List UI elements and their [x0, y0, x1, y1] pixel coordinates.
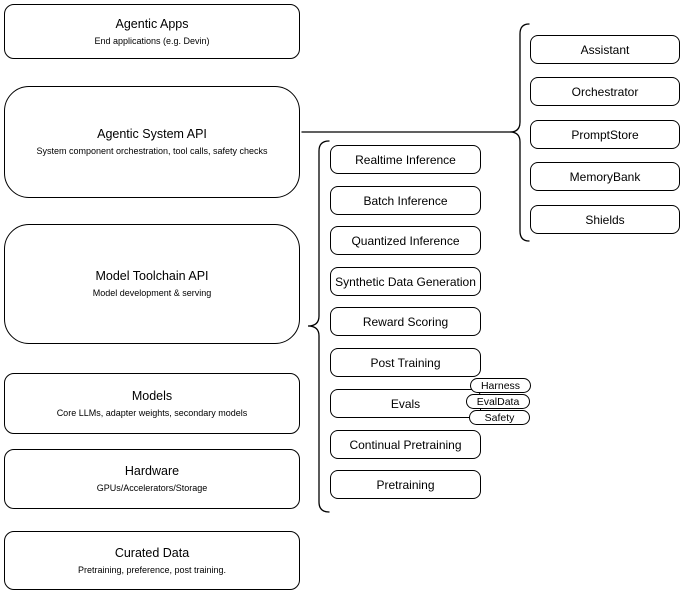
box-synthetic-data-generation: Synthetic Data Generation	[330, 267, 481, 296]
box-memorybank: MemoryBank	[530, 162, 680, 191]
box-agentic-system-api: Agentic System API System component orch…	[4, 86, 300, 198]
box-hardware: Hardware GPUs/Accelerators/Storage	[4, 449, 300, 509]
box-subtitle: End applications (e.g. Devin)	[94, 35, 210, 46]
box-title: Curated Data	[114, 545, 190, 560]
box-models: Models Core LLMs, adapter weights, secon…	[4, 373, 300, 434]
box-subtitle: System component orchestration, tool cal…	[36, 146, 268, 156]
box-title: Model Toolchain API	[95, 269, 209, 283]
box-subtitle: Pretraining, preference, post training.	[77, 564, 227, 575]
box-subtitle: Model development & serving	[92, 288, 212, 298]
pill-safety: Safety	[469, 410, 530, 425]
box-pretraining: Pretraining	[330, 470, 481, 499]
pill-harness: Harness	[470, 378, 531, 393]
box-agentic-apps: Agentic Apps End applications (e.g. Devi…	[4, 4, 300, 59]
toolchain-brace	[307, 140, 330, 513]
box-shields: Shields	[530, 205, 680, 234]
box-title: Hardware	[124, 464, 180, 478]
box-subtitle: Core LLMs, adapter weights, secondary mo…	[56, 407, 248, 418]
box-realtime-inference: Realtime Inference	[330, 145, 481, 174]
box-curated-data: Curated Data Pretraining, preference, po…	[4, 531, 300, 590]
box-orchestrator: Orchestrator	[530, 77, 680, 106]
box-subtitle: GPUs/Accelerators/Storage	[96, 483, 208, 493]
system-components-brace	[509, 23, 530, 242]
box-title: Agentic System API	[97, 127, 207, 141]
box-model-toolchain-api: Model Toolchain API Model development & …	[4, 224, 300, 344]
box-reward-scoring: Reward Scoring	[330, 307, 481, 336]
box-title: Models	[131, 388, 173, 403]
box-post-training: Post Training	[330, 348, 481, 377]
box-title: Agentic Apps	[115, 16, 189, 31]
box-evals: Evals	[330, 389, 481, 418]
box-assistant: Assistant	[530, 35, 680, 64]
box-quantized-inference: Quantized Inference	[330, 226, 481, 255]
box-continual-pretraining: Continual Pretraining	[330, 430, 481, 459]
pill-evaldata: EvalData	[466, 394, 530, 409]
box-batch-inference: Batch Inference	[330, 186, 481, 215]
box-promptstore: PromptStore	[530, 120, 680, 149]
